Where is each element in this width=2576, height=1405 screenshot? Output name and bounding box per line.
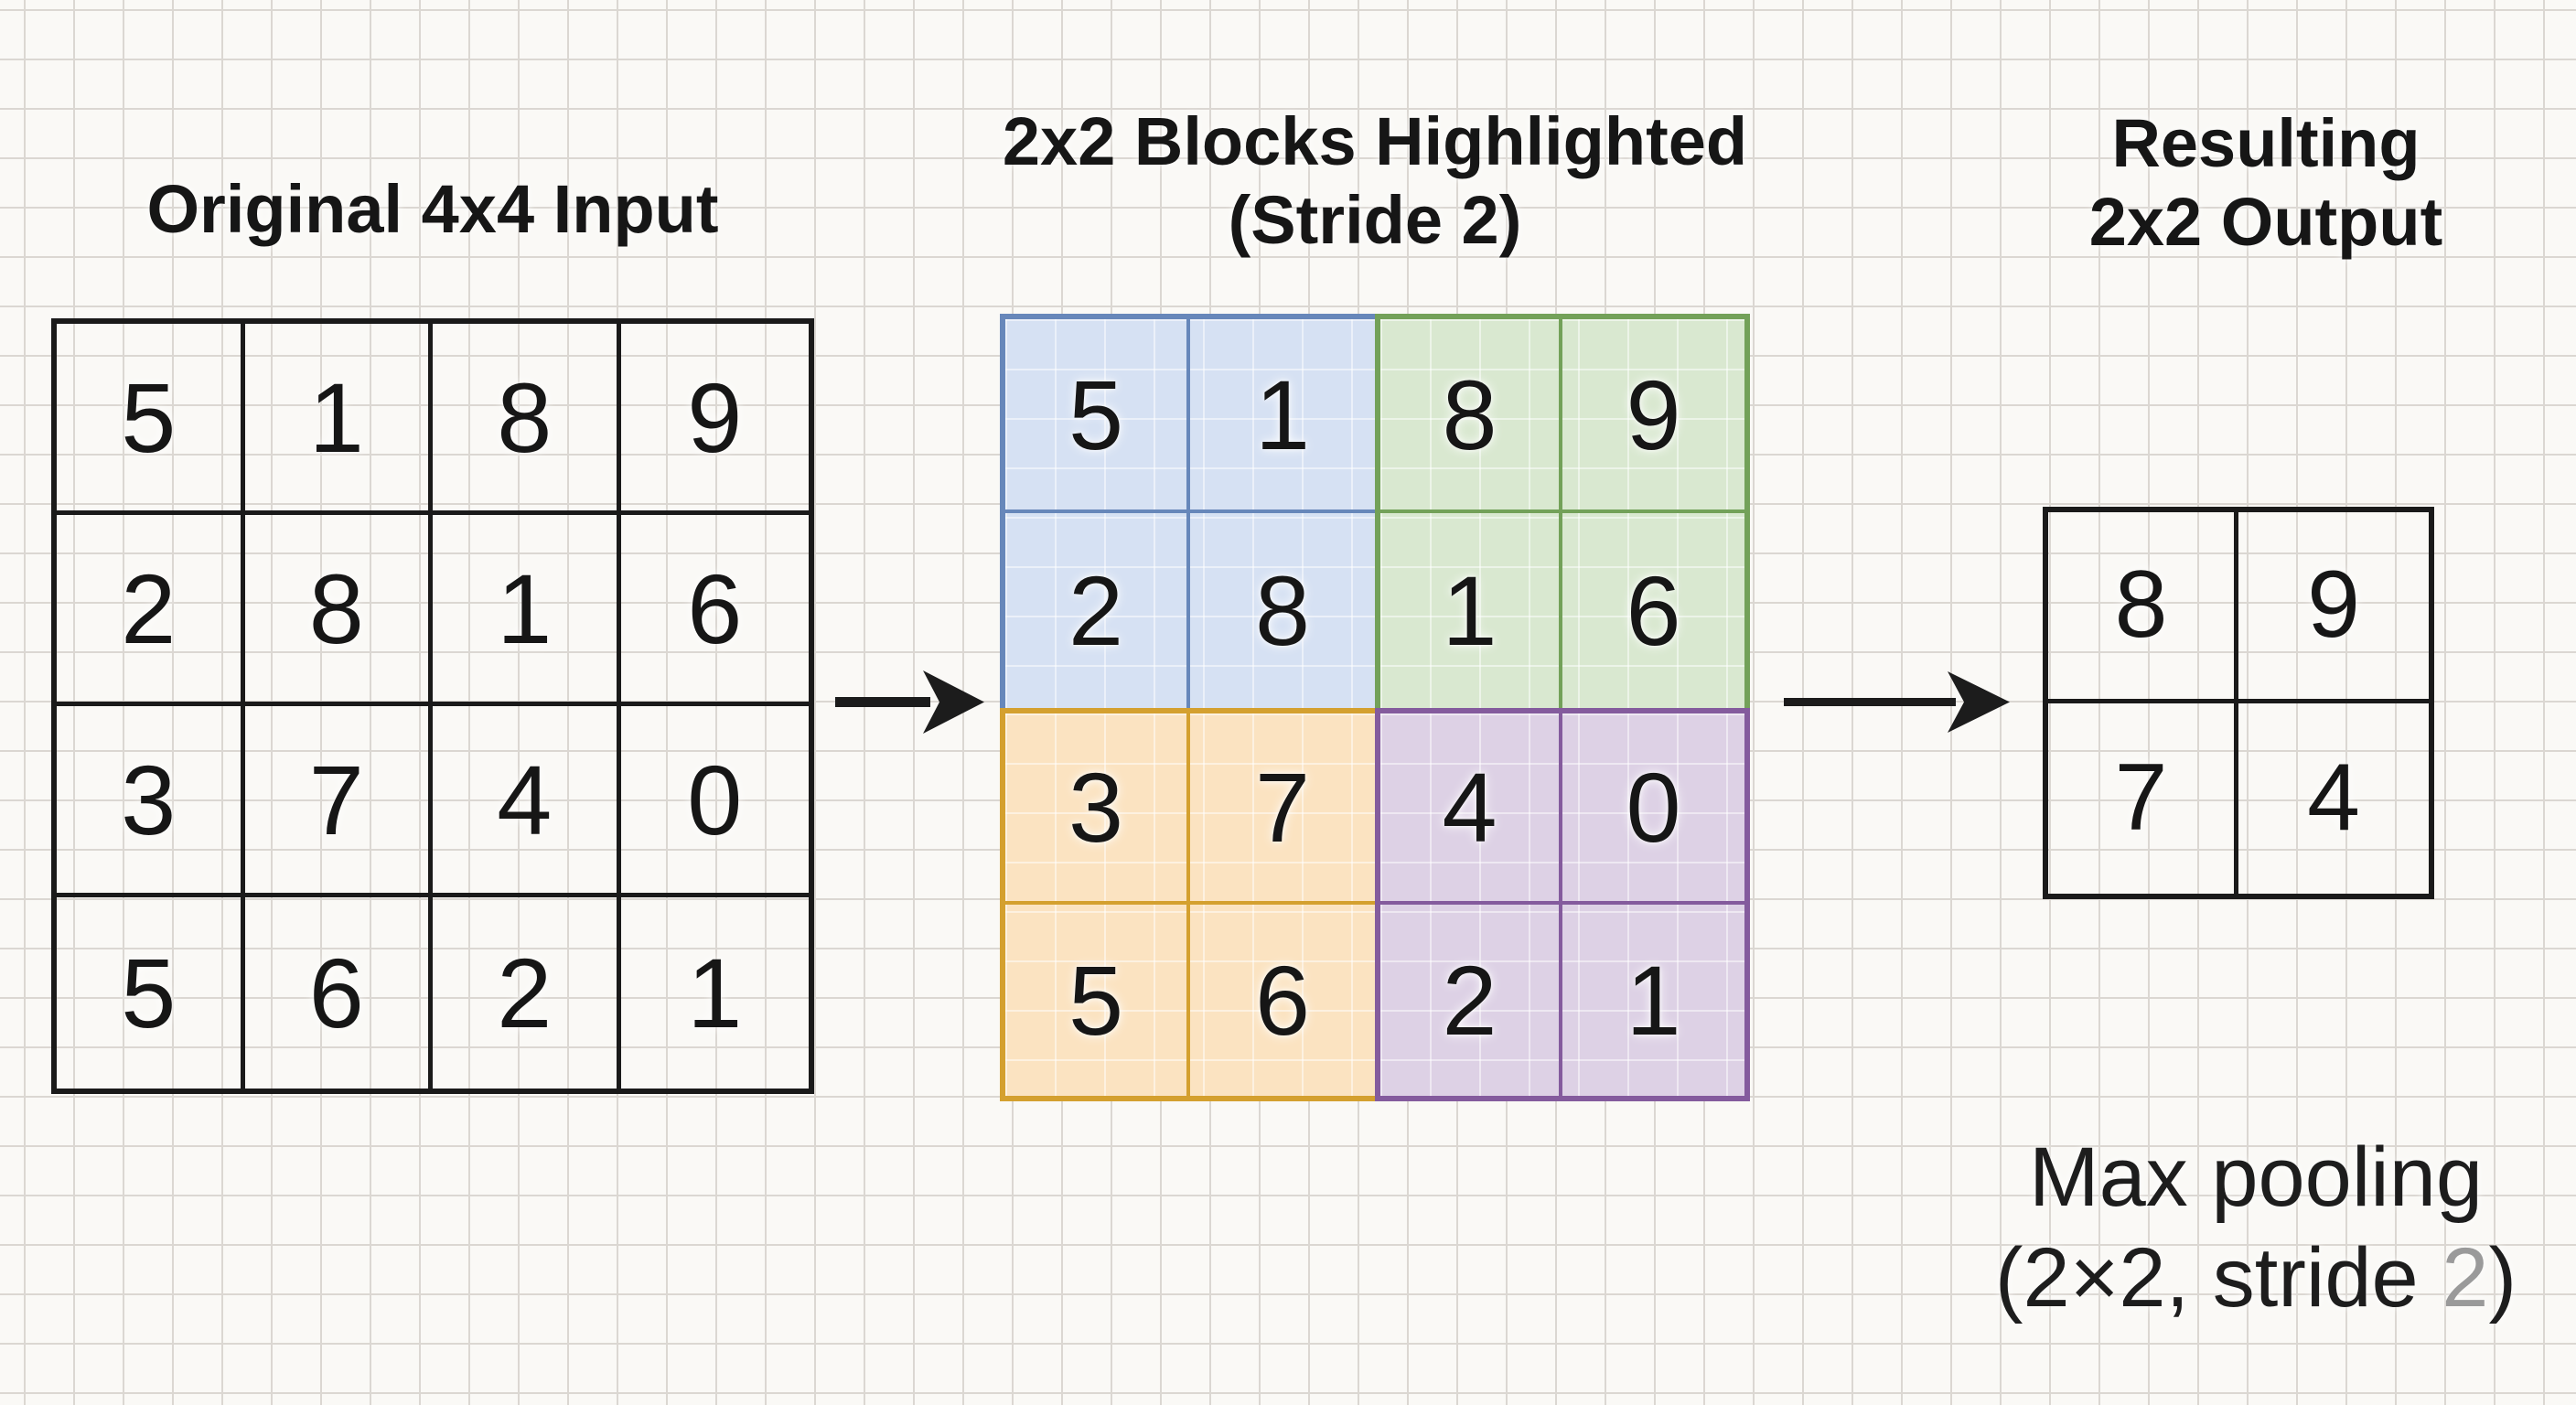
grid-cell: 4 xyxy=(1380,713,1562,905)
grid-cell: 9 xyxy=(2238,512,2429,703)
caption-line2: (2×2, stride 2) xyxy=(1936,1228,2576,1328)
grid-cell: 2 xyxy=(1005,513,1190,708)
grid-cell: 5 xyxy=(57,324,245,515)
arrow-right-icon xyxy=(835,670,984,734)
caption-stride-value: 2 xyxy=(2442,1231,2489,1325)
caption: Max pooling (2×2, stride 2) xyxy=(1936,1127,2576,1328)
grid-cell: 6 xyxy=(1254,944,1311,1056)
grid-cell: 5 xyxy=(1005,904,1190,1096)
grid-cell: 6 xyxy=(620,515,809,706)
grid-cell: 8 xyxy=(2048,512,2238,703)
caption-line2-open: (2×2, stride xyxy=(1994,1231,2442,1325)
grid-cell: 1 xyxy=(244,324,433,515)
grid-cell: 5 xyxy=(57,897,245,1089)
grid-cell: 8 xyxy=(244,515,433,706)
grid-cell: 7 xyxy=(244,706,433,897)
output-grid-title-line1: Resulting xyxy=(2111,105,2420,181)
grid-cell: 8 xyxy=(433,324,621,515)
grid-cell: 1 xyxy=(1380,513,1562,708)
grid-cell: 9 xyxy=(1562,319,1744,514)
grid-cell: 6 xyxy=(245,897,433,1089)
grid-cell: 4 xyxy=(433,706,621,897)
input-grid-title: Original 4x4 Input xyxy=(146,171,719,247)
grid-cell: 1 xyxy=(1190,319,1375,514)
grid-cell: 6 xyxy=(1626,554,1681,666)
grid-cell: 8 xyxy=(1380,319,1562,514)
grid-cell: 9 xyxy=(620,324,809,515)
grid-cell: 2 xyxy=(57,515,245,706)
grid-cell: 0 xyxy=(1562,713,1744,905)
grid-cell: 5 xyxy=(1005,319,1190,514)
blocks-grid-title-line2: (Stride 2) xyxy=(1228,182,1522,258)
blocks-grid-title-line1: 2x2 Blocks Highlighted xyxy=(1002,103,1748,179)
grid-cell: 3 xyxy=(57,706,245,897)
grid-cell: 1 xyxy=(687,938,743,1048)
grid-cell: 2 xyxy=(1380,904,1562,1096)
grid-cell: 2 xyxy=(433,897,621,1089)
grid-cell: 0 xyxy=(620,706,809,897)
grid-cell: 1 xyxy=(1626,944,1681,1056)
blocks-grid-title: 2x2 Blocks Highlighted (Stride 2) xyxy=(1000,102,1750,260)
grid-cell: 7 xyxy=(2048,702,2238,894)
output-grid-title-line2: 2x2 Output xyxy=(2088,184,2443,260)
arrow-right-icon xyxy=(1784,671,2010,733)
grid-cell: 8 xyxy=(1254,554,1311,666)
grid-cell: 3 xyxy=(1005,713,1190,905)
caption-line2-close: ) xyxy=(2488,1231,2517,1325)
grid-cell: 1 xyxy=(433,515,621,706)
caption-line1: Max pooling xyxy=(2028,1131,2484,1224)
output-grid-title: Resulting 2x2 Output xyxy=(1991,104,2540,262)
grid-cell: 4 xyxy=(2307,745,2360,852)
grid-cell: 7 xyxy=(1190,713,1375,905)
